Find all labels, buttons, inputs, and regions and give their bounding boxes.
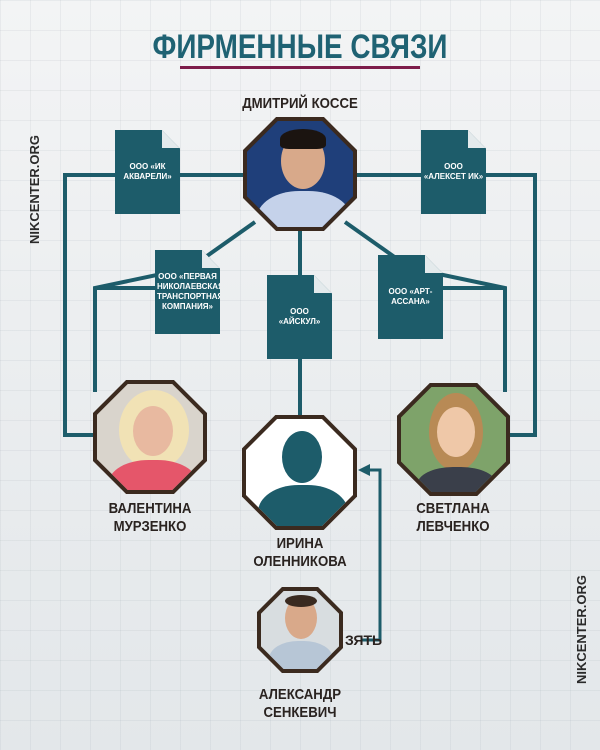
avatar-bottom: [257, 587, 343, 673]
watermark-right: NIKCENTER.ORG: [574, 574, 590, 685]
line-mid-right: [343, 220, 507, 392]
company-doc-top-right: ООО «АЛЕКСЕТ ИК»: [421, 130, 486, 214]
page-title: ФИРМЕННЫЕ СВЯЗИ: [152, 28, 448, 66]
line-mid-left: [93, 220, 257, 392]
line-top-right: [300, 173, 537, 437]
watermark-left: NIKCENTER.ORG: [27, 134, 43, 245]
company-label: ООО «АЛЕКСЕТ ИК»: [423, 162, 484, 181]
title-underline: [180, 66, 420, 69]
arrow-head-icon: [358, 464, 370, 476]
first-name: ИРИНА: [276, 535, 324, 552]
relation-arrow: [362, 468, 382, 642]
avatar-center: [243, 117, 357, 231]
last-name: СЕНКЕВИЧ: [263, 704, 337, 721]
company-doc-mid-center: ООО «АЙСКУЛ»: [267, 275, 332, 359]
first-name: ВАЛЕНТИНА: [108, 500, 192, 517]
line-top-left: [63, 173, 300, 437]
company-doc-mid-right: ООО «АРТ-АССАНА»: [378, 255, 443, 339]
last-name: ЛЕВЧЕНКО: [416, 518, 490, 535]
company-label: ООО «АЙСКУЛ»: [278, 307, 321, 326]
person-name-left: ВАЛЕНТИНА МУРЗЕНКО: [80, 500, 221, 536]
person-name-center: ДМИТРИЙ КОССЕ: [242, 95, 358, 112]
avatar-right: [397, 383, 510, 496]
company-label: ООО «ИК АКВАРЕЛИ»: [123, 162, 172, 181]
last-name: ОЛЕННИКОВА: [253, 553, 347, 570]
company-doc-mid-left: ООО «ПЕРВАЯ НИКОЛАЕВСКАЯ ТРАНСПОРТНАЯ КО…: [155, 250, 220, 334]
last-name: МУРЗЕНКО: [113, 518, 187, 535]
company-label: ООО «ПЕРВАЯ НИКОЛАЕВСКАЯ ТРАНСПОРТНАЯ КО…: [157, 272, 224, 311]
first-name: СВЕТЛАНА: [416, 500, 490, 517]
avatar-middle-placeholder: [242, 415, 357, 530]
person-name-right: СВЕТЛАНА ЛЕВЧЕНКО: [383, 500, 524, 536]
avatar-left: [93, 380, 207, 494]
company-label: ООО «АРТ-АССАНА»: [388, 287, 433, 306]
first-name: АЛЕКСАНДР: [258, 686, 342, 703]
person-name-middle: ИРИНА ОЛЕННИКОВА: [230, 535, 371, 571]
company-doc-top-left: ООО «ИК АКВАРЕЛИ»: [115, 130, 180, 214]
person-name-bottom: АЛЕКСАНДР СЕНКЕВИЧ: [230, 686, 371, 722]
relation-label: ЗЯТЬ: [345, 632, 383, 648]
